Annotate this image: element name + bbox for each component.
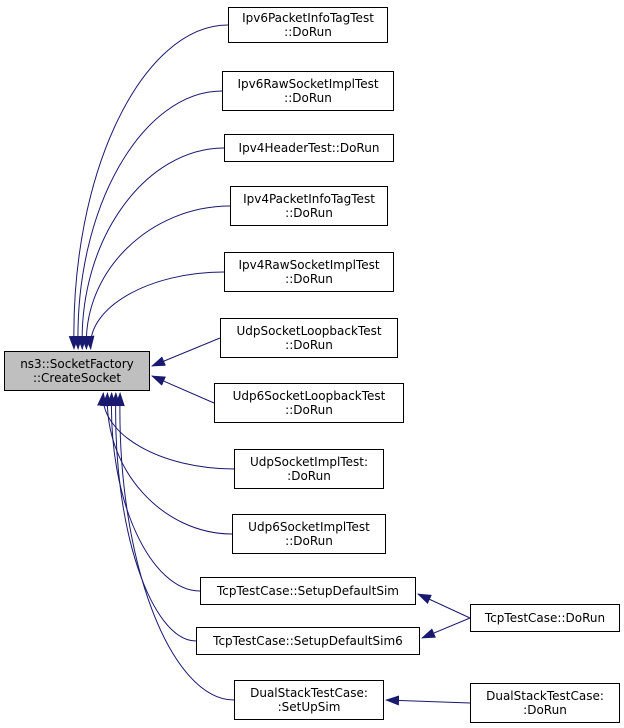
node-ipv6-packet-info-tag-test-dorun-label-line: Ipv6PacketInfoTagTest	[242, 11, 374, 25]
edge-tcp-test-case-setup-default-sim6-to-root	[110, 392, 197, 642]
edge-ipv4-packet-info-tag-test-dorun-to-root	[80, 205, 231, 350]
node-tcp-test-case-dorun[interactable]: TcpTestCase::DoRun	[470, 604, 620, 632]
root-node-create-socket-label-line: ns3::SocketFactory	[20, 357, 134, 371]
node-udp-socket-impl-test-dorun-label-line: :DoRun	[287, 469, 331, 483]
node-tcp-test-case-setup-default-sim6[interactable]: TcpTestCase::SetupDefaultSim6	[196, 627, 420, 655]
edge-udp-socket-loopback-test-dorun-to-root	[151, 337, 221, 367]
edge-tcp-test-case-setup-default-sim-to-root	[106, 392, 201, 592]
node-ipv6-raw-socket-impl-test-dorun[interactable]: Ipv6RawSocketImplTest::DoRun	[222, 71, 394, 111]
node-udp6-socket-impl-test-dorun-label-line: Udp6SocketImplTest	[248, 520, 370, 534]
edge-ipv4-header-test-dorun-to-root	[76, 147, 225, 350]
node-ipv4-raw-socket-impl-test-dorun[interactable]: Ipv4RawSocketImplTest::DoRun	[224, 252, 394, 292]
node-ipv4-packet-info-tag-test-dorun-label-line: ::DoRun	[285, 206, 333, 220]
node-ipv4-packet-info-tag-test-dorun[interactable]: Ipv4PacketInfoTagTest::DoRun	[230, 186, 388, 226]
edge-udp6-socket-loopback-test-dorun-to-root	[151, 375, 215, 404]
edge-udp-socket-impl-test-dorun-to-root	[97, 392, 235, 470]
node-ipv6-packet-info-tag-test-dorun-label-line: ::DoRun	[284, 25, 332, 39]
node-ipv4-raw-socket-impl-test-dorun-label-line: Ipv4RawSocketImplTest	[238, 258, 380, 272]
edge-tcp-test-case-dorun-to-tcp-test-case-setup-default-sim	[417, 593, 471, 619]
node-ipv4-raw-socket-impl-test-dorun-label-line: ::DoRun	[285, 272, 333, 286]
node-ipv4-header-test-dorun[interactable]: Ipv4HeaderTest::DoRun	[224, 134, 394, 162]
node-dual-stack-test-case-setupsim-label-line: DualStackTestCase:	[250, 686, 368, 700]
edge-udp6-socket-impl-test-dorun-to-root	[101, 392, 233, 535]
node-ipv4-packet-info-tag-test-dorun-label-line: Ipv4PacketInfoTagTest	[243, 192, 375, 206]
node-dual-stack-test-case-setupsim-label-line: :SetUpSim	[277, 700, 341, 714]
root-node-create-socket: ns3::SocketFactory::CreateSocket	[4, 351, 150, 391]
node-udp6-socket-loopback-test-dorun[interactable]: Udp6SocketLoopbackTest::DoRun	[214, 383, 404, 423]
node-tcp-test-case-setup-default-sim6-label-line: TcpTestCase::SetupDefaultSim6	[213, 634, 403, 648]
edge-ipv4-raw-socket-impl-test-dorun-to-root	[84, 271, 225, 350]
node-udp-socket-impl-test-dorun[interactable]: UdpSocketImplTest::DoRun	[234, 449, 384, 489]
edge-dual-stack-test-case-setupsim-to-root	[114, 392, 235, 701]
node-ipv6-raw-socket-impl-test-dorun-label-line: ::DoRun	[284, 91, 332, 105]
node-udp-socket-loopback-test-dorun-label-line: ::DoRun	[285, 338, 333, 352]
node-udp-socket-loopback-test-dorun[interactable]: UdpSocketLoopbackTest::DoRun	[220, 318, 398, 358]
node-ipv4-header-test-dorun-label-line: Ipv4HeaderTest::DoRun	[238, 141, 380, 155]
node-udp-socket-loopback-test-dorun-label-line: UdpSocketLoopbackTest	[236, 324, 382, 338]
node-tcp-test-case-setup-default-sim[interactable]: TcpTestCase::SetupDefaultSim	[200, 577, 416, 605]
edge-ipv6-packet-info-tag-test-dorun-to-root	[68, 24, 229, 350]
edge-tcp-test-case-dorun-to-tcp-test-case-setup-default-sim6	[421, 617, 471, 639]
node-ipv6-packet-info-tag-test-dorun[interactable]: Ipv6PacketInfoTagTest::DoRun	[228, 7, 388, 43]
node-tcp-test-case-dorun-label-line: TcpTestCase::DoRun	[484, 611, 606, 625]
node-dual-stack-test-case-dorun[interactable]: DualStackTestCase::DoRun	[470, 683, 620, 723]
node-tcp-test-case-setup-default-sim-label-line: TcpTestCase::SetupDefaultSim	[216, 584, 399, 598]
root-node-create-socket-label-line: ::CreateSocket	[32, 371, 122, 385]
node-udp6-socket-impl-test-dorun[interactable]: Udp6SocketImplTest::DoRun	[232, 514, 386, 554]
node-dual-stack-test-case-setupsim[interactable]: DualStackTestCase::SetUpSim	[234, 680, 384, 720]
node-udp6-socket-loopback-test-dorun-label-line: Udp6SocketLoopbackTest	[232, 389, 386, 403]
node-udp6-socket-loopback-test-dorun-label-line: ::DoRun	[285, 403, 333, 417]
node-dual-stack-test-case-dorun-label-line: :DoRun	[523, 703, 567, 717]
node-ipv6-raw-socket-impl-test-dorun-label-line: Ipv6RawSocketImplTest	[237, 77, 379, 91]
edge-dual-stack-test-case-dorun-to-dual-stack-test-case-setupsim	[385, 695, 471, 706]
node-udp-socket-impl-test-dorun-label-line: UdpSocketImplTest:	[249, 455, 369, 469]
node-dual-stack-test-case-dorun-label-line: DualStackTestCase:	[486, 689, 604, 703]
node-udp6-socket-impl-test-dorun-label-line: ::DoRun	[285, 534, 333, 548]
edge-ipv6-raw-socket-impl-test-dorun-to-root	[72, 90, 223, 350]
